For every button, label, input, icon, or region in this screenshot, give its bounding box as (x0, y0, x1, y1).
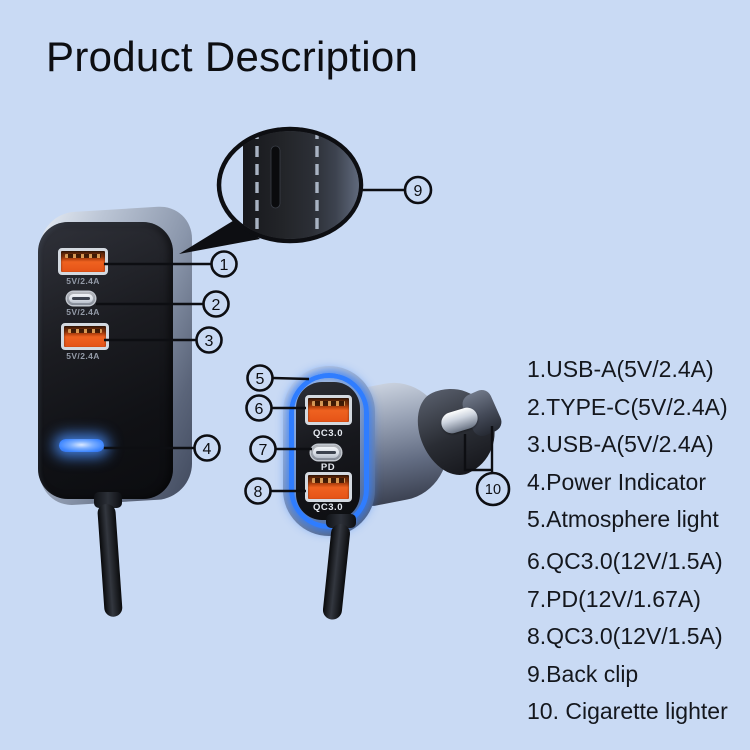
callout-10: 10 (475, 471, 511, 507)
callout-lines (96, 188, 494, 493)
back-clip-hole (270, 145, 281, 209)
hub-type-c-label: 5V/2.4A (66, 307, 100, 317)
back-clip-magnifier (179, 126, 364, 254)
callout-2: 2 (202, 290, 230, 318)
legend-item-10: 10. Cigarette lighter (527, 698, 728, 724)
callout-9: 9 (403, 175, 433, 205)
hub-usb-a-top-port (58, 248, 108, 275)
svg-text:9: 9 (414, 183, 423, 200)
charger-cable-neck (326, 514, 356, 528)
usb-pins (312, 401, 345, 406)
legend-item-4: 4.Power Indicator (527, 468, 706, 495)
legend-item-5: 5.Atmosphere light (527, 506, 719, 532)
legend-item-2: 2.TYPE-C(5V/2.4A) (527, 393, 728, 420)
charger-qc-bottom-label: QC3.0 (313, 502, 343, 513)
charger-qc-top-label: QC3.0 (313, 428, 343, 439)
page-title: Product Description (46, 33, 419, 80)
svg-text:10: 10 (485, 482, 501, 498)
hub-type-c-port (67, 292, 95, 305)
legend-item-8: 8.QC3.0(12V/1.5A) (527, 623, 723, 649)
device-back-surface (243, 131, 359, 239)
callout-line-5 (272, 376, 310, 381)
hub-cable-neck (94, 492, 122, 508)
callout-6: 6 (245, 394, 273, 422)
callout-bracket-10a (463, 434, 492, 472)
magnifier-tail (179, 219, 260, 254)
legend-item-1: 1.USB-A(5V/2.4A) (527, 356, 714, 382)
callout-badges: 1 2 3 4 5 6 7 (193, 175, 511, 507)
hub-usb-a-bottom-label: 5V/2.4A (66, 351, 100, 361)
legend-item-7: 7.PD(12V/1.67A) (527, 585, 701, 612)
power-indicator-led (59, 439, 104, 452)
charger-qc-usb-top-port (305, 395, 352, 425)
callout-5: 5 (246, 364, 274, 392)
callout-7: 7 (249, 435, 277, 463)
callout-4: 4 (193, 434, 221, 462)
usb-pins (68, 328, 102, 333)
usb-pins (312, 478, 345, 483)
svg-text:3: 3 (205, 333, 214, 350)
legend-item-3: 3.USB-A(5V/2.4A) (527, 431, 714, 457)
hub-usb-a-top-label: 5V/2.4A (66, 276, 100, 286)
svg-text:6: 6 (255, 401, 264, 418)
legend: 1.USB-A(5V/2.4A) 2.TYPE-C(5V/2.4A) 3.USB… (527, 351, 747, 731)
legend-item-9: 9.Back clip (527, 660, 639, 687)
svg-text:4: 4 (203, 441, 212, 458)
callout-3: 3 (195, 326, 223, 354)
svg-text:1: 1 (220, 257, 229, 274)
charger-qc-usb-bottom-port (305, 472, 352, 502)
charger-pd-type-c-port (311, 445, 341, 460)
callout-1: 1 (210, 250, 238, 278)
svg-text:7: 7 (259, 442, 268, 459)
svg-text:8: 8 (254, 484, 263, 501)
svg-text:5: 5 (256, 371, 265, 388)
callout-8: 8 (244, 477, 272, 505)
legend-item-6: 6.QC3.0(12V/1.5A) (527, 548, 723, 574)
usb-pins (65, 253, 101, 258)
svg-text:2: 2 (212, 297, 221, 314)
charger-pd-label: PD (320, 462, 336, 473)
hub-usb-a-bottom-port (61, 323, 109, 350)
